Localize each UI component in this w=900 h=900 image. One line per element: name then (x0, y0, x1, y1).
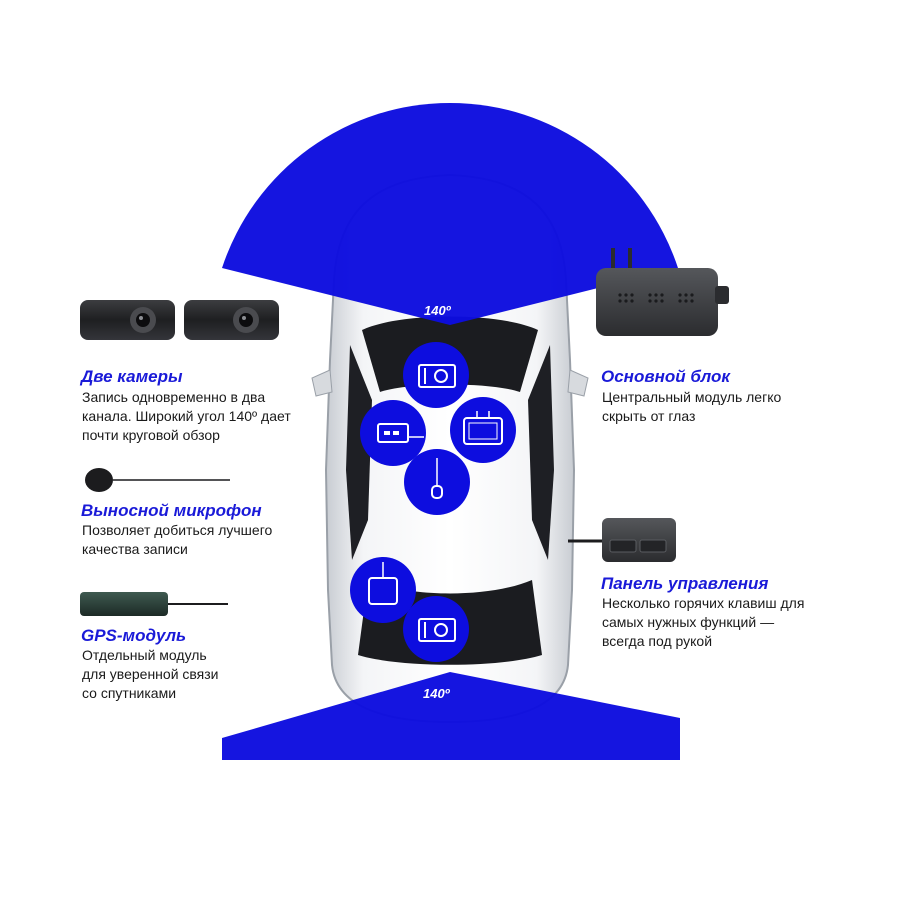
microphone-desc: Позволяет добиться лучшего качества запи… (82, 522, 273, 557)
rear-view-cone (222, 672, 680, 760)
cameras-photo (80, 300, 279, 340)
camera-icon (403, 342, 469, 408)
gps-title: GPS-модуль (81, 626, 187, 645)
microphone-photo (85, 468, 230, 492)
gps-photo (80, 592, 228, 616)
main-unit-desc: Центральный модуль легко скрыть от глаз (602, 389, 782, 424)
control-panel-photo (568, 518, 676, 562)
microphone-title: Выносной микрофон (81, 501, 262, 520)
gps-desc: Отдельный модуль для уверенной связи со … (82, 647, 219, 701)
gps-module-icon (350, 557, 416, 623)
main-unit-icon (450, 397, 516, 463)
rear-angle-label: 140º (423, 686, 450, 701)
main-unit-photo (596, 248, 729, 336)
control-panel-desc: Несколько горячих клавиш для самых нужны… (602, 595, 805, 649)
control-panel-icon (360, 400, 426, 466)
cameras-title: Две камеры (81, 367, 183, 386)
main-unit-title: Основной блок (601, 367, 731, 386)
rear-camera-icon (403, 596, 469, 662)
microphone-icon (404, 449, 470, 515)
control-panel-title: Панель управления (601, 574, 769, 593)
front-view-cone (222, 102, 678, 325)
cameras-desc: Запись одновременно в два канала. Широки… (82, 389, 291, 443)
front-angle-label: 140º (424, 303, 451, 318)
